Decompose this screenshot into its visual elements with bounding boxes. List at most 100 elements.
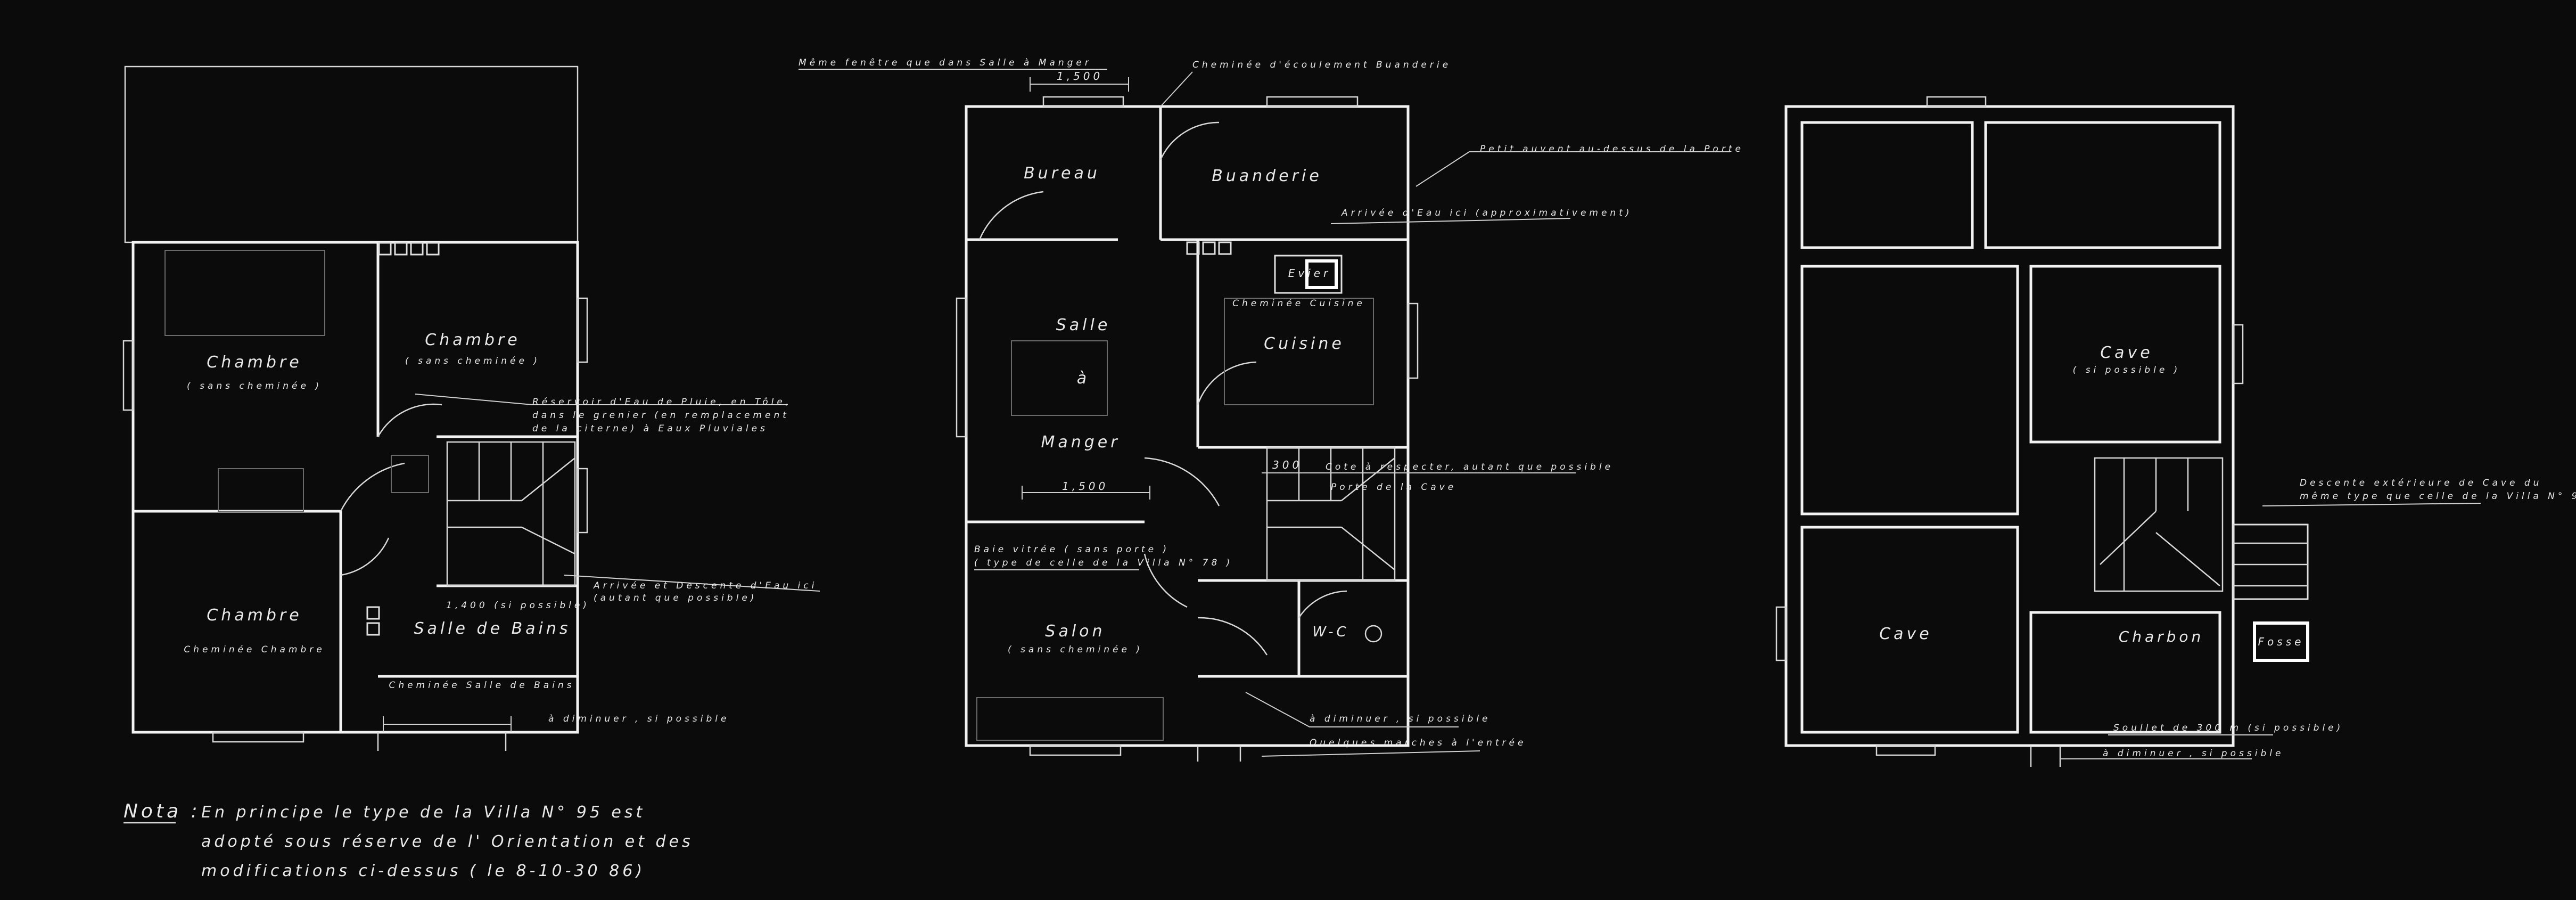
cellar-bay: [1984, 121, 2221, 249]
plan-cellar: Cave ( si possible ) Cave Charbon Fosse …: [1775, 96, 2576, 767]
staircase: [1266, 446, 1396, 582]
stair-outline: [2094, 457, 2224, 592]
cellar-bay: [1800, 265, 2019, 516]
room-label-cuisine: Cuisine: [1264, 334, 1345, 353]
note-diminuer-right: à diminuer , si possible: [2103, 748, 2284, 759]
window: [577, 297, 588, 363]
chimney-flue: [410, 242, 424, 256]
room-label-salon: Salon: [1045, 622, 1105, 641]
evier-box: [1274, 255, 1343, 294]
evier-basin: [1305, 259, 1338, 289]
room-label-chambre-1: Chambre: [207, 353, 302, 372]
window: [1407, 302, 1419, 379]
room-label-wc: W-C: [1312, 624, 1349, 640]
outside-stair: [2232, 523, 2309, 600]
room-note-chambre-1: ( sans cheminée ): [187, 381, 322, 391]
leader-line: [1261, 750, 1480, 757]
room-note-cave-1: ( si possible ): [2073, 365, 2181, 375]
note-diminuer-left: à diminuer , si possible: [548, 714, 729, 724]
note-reservoir-2: dans le grenier (en remplacement: [532, 410, 789, 421]
staircase: [446, 441, 576, 587]
room-label-salle: Salle: [1056, 316, 1111, 334]
room-label-manger: Manger: [1041, 433, 1120, 452]
stair-winder: [1341, 457, 1395, 570]
nota-line-1: En principe le type de la Villa N° 95 es…: [201, 803, 645, 822]
chimney-flue: [378, 242, 392, 256]
note-arrivee-1: Arrivée et Descente d'Eau ici: [593, 580, 817, 591]
plan-first-floor: Chambre ( sans cheminée ) Chambre ( sans…: [122, 66, 820, 880]
window: [1875, 744, 1936, 756]
note-baie-2: ( type de celle de la Villa N° 78 ): [974, 558, 1233, 568]
window: [122, 340, 134, 411]
leader-line: [564, 575, 820, 592]
dim-300: 300: [1272, 459, 1302, 471]
room-label-chambre-2: Chambre: [425, 331, 520, 349]
room-label-charbon: Charbon: [2119, 628, 2204, 645]
label-evier: Evier: [1288, 267, 1331, 280]
chimney-flue: [1218, 241, 1232, 255]
dimension-line: [383, 716, 512, 732]
door-swing: [1298, 590, 1347, 618]
cellar-bay: [2029, 611, 2221, 734]
leader-line: [2262, 503, 2481, 506]
window: [1042, 96, 1124, 108]
room-label-buanderie: Buanderie: [1212, 167, 1322, 185]
door-swing: [1197, 361, 1257, 405]
note-marches: Quelques marches à l'entrée: [1310, 738, 1526, 748]
room-label-a: à: [1077, 369, 1090, 388]
room-label-salle-bains: Salle de Bains: [414, 619, 571, 638]
dim-1500-top: 1,500: [1057, 70, 1103, 83]
note-reservoir-1: Réservoir d'Eau de Pluie, en Tôle,: [532, 397, 792, 407]
window: [1266, 96, 1359, 108]
label-fosse: Fosse: [2258, 635, 2305, 648]
leader-line: [1160, 71, 1193, 107]
chimney-flue: [366, 606, 380, 620]
furniture-outline: [1224, 298, 1374, 405]
door-swing: [1159, 121, 1220, 160]
note-soullet: Soullet de 300 m (si possible): [2113, 723, 2343, 733]
note-reservoir-3: de la citerne) à Eaux Pluviales: [532, 423, 768, 434]
room-note-cheminee-salle-bains: Cheminée Salle de Bains: [389, 680, 574, 691]
room-label-chambre-3: Chambre: [207, 606, 302, 625]
window: [577, 468, 588, 534]
chimney-flue: [394, 242, 408, 256]
note-arrivee-eau: Arrivée d'Eau ici (approximativement): [1341, 208, 1633, 218]
dimension-line: [1022, 486, 1150, 500]
note-baie-1: Baie vitrée ( sans porte ): [974, 544, 1170, 555]
room-label-cave-1: Cave: [2100, 343, 2153, 362]
door-swing: [340, 462, 405, 512]
note-meme-fenetre: Même fenêtre que dans Salle à Manger: [799, 58, 1092, 68]
note-diminuer-mid: à diminuer , si possible: [1310, 714, 1491, 724]
note-arrivee-2: (autant que possible): [594, 593, 757, 603]
chimney-flue: [366, 622, 380, 636]
room-note-salon: ( sans cheminée ): [1008, 644, 1143, 655]
nota-line-3: modifications ci-dessus ( le 8-10-30 86): [201, 862, 645, 880]
window: [1926, 96, 1987, 108]
door-swing: [978, 191, 1044, 240]
window: [212, 731, 304, 743]
stair-winder: [2100, 511, 2220, 586]
door-swing: [1197, 617, 1268, 656]
window: [1029, 744, 1122, 756]
outer-wall: [1784, 105, 2235, 747]
dimension-line: [1030, 77, 1129, 92]
label-cheminee-cuisine: Cheminée Cuisine: [1232, 298, 1365, 309]
leader-line: [1415, 151, 1730, 187]
cellar-bay: [1800, 526, 2019, 734]
leader-line: [415, 394, 788, 405]
window: [956, 297, 967, 438]
note-cote: Cote à respecter, autant que possible: [1326, 462, 1614, 472]
stair-winder: [521, 457, 575, 555]
wc-bowl: [1364, 625, 1382, 643]
note-petit-auvent: Petit auvent au-dessus de la Porte: [1480, 144, 1744, 154]
nota-label: Nota :: [124, 800, 201, 822]
door-swing: [340, 537, 390, 576]
furniture-outline: [1011, 340, 1108, 416]
note-descente-2: même type que celle de la Villa N° 91: [2300, 491, 2576, 502]
room-label-cave-2: Cave: [1879, 625, 1932, 643]
room-note-chambre-2: ( sans cheminée ): [405, 356, 540, 366]
furniture-outline: [218, 468, 304, 512]
note-cheminee-ecoulement: Cheminée d'écoulement Buanderie: [1192, 60, 1451, 70]
leader-line: [1330, 218, 1571, 224]
